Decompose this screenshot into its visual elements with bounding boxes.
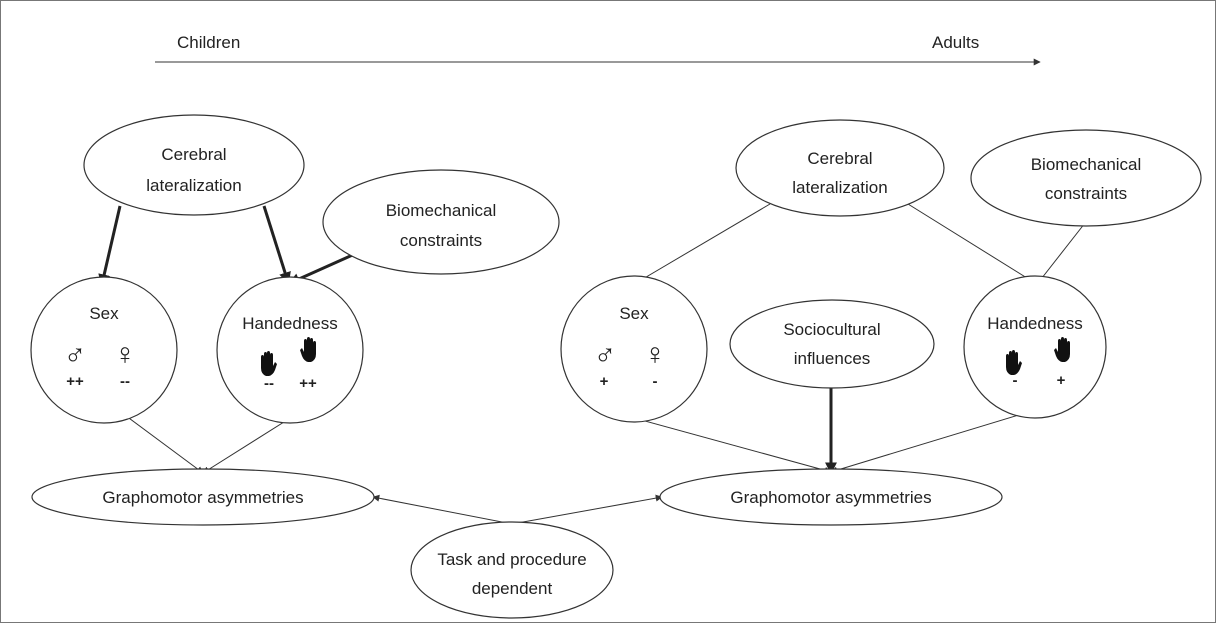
children-biomech-node: Biomechanical constraints <box>322 169 560 275</box>
adults-graphomotor-label: Graphomotor asymmetries <box>730 488 931 507</box>
female-symbol-icon: ♀ <box>114 338 137 371</box>
adults-sex-title: Sex <box>619 304 649 323</box>
timeline-start-label: Children <box>177 33 240 52</box>
children-female-sign: -- <box>120 373 130 390</box>
timeline-end-label: Adults <box>932 33 979 52</box>
children-cerebral-line2: lateralization <box>146 176 241 195</box>
edge-children-cerebral-handedness <box>262 205 291 285</box>
task-line1: Task and procedure <box>437 550 586 569</box>
adults-male-sign: + <box>600 373 609 390</box>
task-line2: dependent <box>472 579 553 598</box>
children-left-hand-sign: -- <box>264 375 274 392</box>
edge-adults-biomech-handedness <box>1037 222 1086 284</box>
adults-biomech-node: Biomechanical constraints <box>970 129 1202 227</box>
children-handedness-node: Handedness -- ++ <box>216 276 364 424</box>
children-cerebral-line1: Cerebral <box>161 145 226 164</box>
adults-female-sign: - <box>653 373 658 390</box>
adults-cerebral-line2: lateralization <box>792 178 887 197</box>
adults-handedness-title: Handedness <box>987 314 1082 333</box>
adults-biomech-line2: constraints <box>1045 184 1127 203</box>
adults-sociocultural-node: Sociocultural influences <box>729 299 935 389</box>
children-biomech-line2: constraints <box>400 231 482 250</box>
male-symbol-icon: ♂ <box>64 338 87 371</box>
adults-sociocultural-line2: influences <box>794 349 871 368</box>
adults-cerebral-node: Cerebral lateralization <box>735 119 945 217</box>
task-node: Task and procedure dependent <box>410 521 614 619</box>
adults-biomech-line1: Biomechanical <box>1031 155 1142 174</box>
male-symbol-icon: ♂ <box>594 338 617 371</box>
adults-handedness-node: Handedness - + <box>963 275 1107 419</box>
edge-adults-cerebral-handedness <box>907 203 1036 284</box>
children-male-sign: ++ <box>66 373 84 390</box>
adults-graphomotor-node: Graphomotor asymmetries <box>659 468 1003 526</box>
children-cerebral-node: Cerebral lateralization <box>83 114 305 216</box>
children-right-hand-sign: ++ <box>299 375 317 392</box>
edge-task-adults-graphomotor <box>511 494 663 525</box>
adults-sex-node: Sex ♂ ♀ + - <box>560 275 708 423</box>
children-handedness-title: Handedness <box>242 314 337 333</box>
adults-right-hand-sign: + <box>1057 372 1066 389</box>
adults-sociocultural-line1: Sociocultural <box>783 320 880 339</box>
children-biomech-line1: Biomechanical <box>386 201 497 220</box>
children-sex-title: Sex <box>89 304 119 323</box>
edge-task-children-graphomotor <box>372 494 513 525</box>
adults-left-hand-sign: - <box>1013 372 1018 389</box>
edge-adults-cerebral-sex <box>635 203 771 284</box>
edge-adults-handedness-graphomotor <box>830 409 1036 474</box>
edge-children-sex-graphomotor <box>117 409 204 474</box>
children-graphomotor-label: Graphomotor asymmetries <box>102 488 303 507</box>
adults-cerebral-line1: Cerebral <box>807 149 872 168</box>
children-graphomotor-node: Graphomotor asymmetries <box>31 468 375 526</box>
female-symbol-icon: ♀ <box>644 338 667 371</box>
edge-children-cerebral-sex <box>98 205 122 287</box>
children-sex-node: Sex ♂ ♀ ++ -- <box>30 276 178 424</box>
